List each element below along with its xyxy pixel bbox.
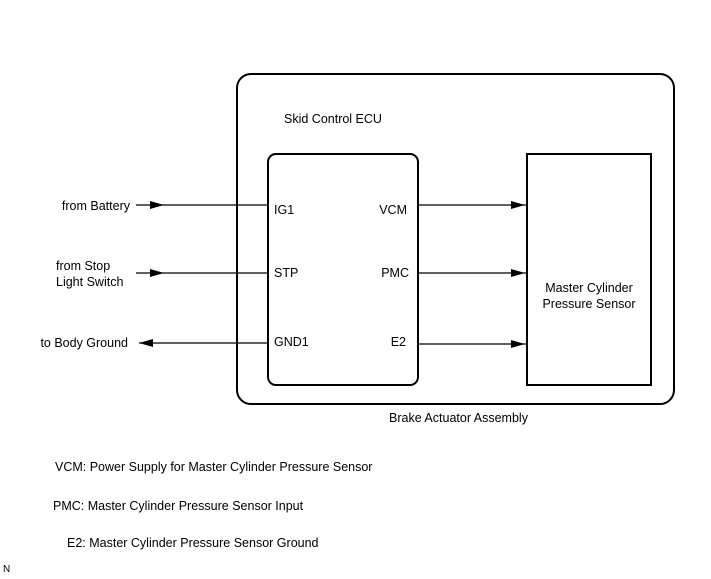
vcm-arrow (511, 201, 525, 209)
to-body-ground-label: to Body Ground (40, 336, 128, 350)
master-cylinder-pressure-sensor-box (526, 153, 652, 386)
legend-pmc: PMC: Master Cylinder Pressure Sensor Inp… (53, 499, 304, 513)
battery-arrow (150, 201, 164, 209)
pin-pmc: PMC (381, 266, 409, 280)
sensor-label-line-1: Master Cylinder (545, 281, 633, 295)
sensor-label-line-2: Pressure Sensor (542, 297, 635, 311)
assembly-label: Brake Actuator Assembly (389, 411, 529, 425)
pmc-arrow (511, 269, 525, 277)
from-battery-label: from Battery (62, 199, 131, 213)
legend-vcm: VCM: Power Supply for Master Cylinder Pr… (55, 460, 373, 474)
ground-arrow (139, 339, 153, 347)
pin-stp: STP (274, 266, 298, 280)
skid-control-ecu-box (267, 153, 419, 386)
ecu-label: Skid Control ECU (284, 112, 382, 126)
stop-light-arrow (150, 269, 164, 277)
legend-e2: E2: Master Cylinder Pressure Sensor Grou… (67, 536, 319, 550)
from-stop-label-line-1: from Stop (56, 259, 110, 273)
e2-arrow (511, 340, 525, 348)
pin-ig1: IG1 (274, 203, 294, 217)
pin-gnd1: GND1 (274, 335, 309, 349)
corner-mark: N (3, 564, 11, 575)
from-stop-label-line-2: Light Switch (56, 275, 123, 289)
pin-vcm: VCM (379, 203, 407, 217)
brake-actuator-assembly-box (236, 73, 675, 405)
pin-e2: E2 (391, 335, 406, 349)
